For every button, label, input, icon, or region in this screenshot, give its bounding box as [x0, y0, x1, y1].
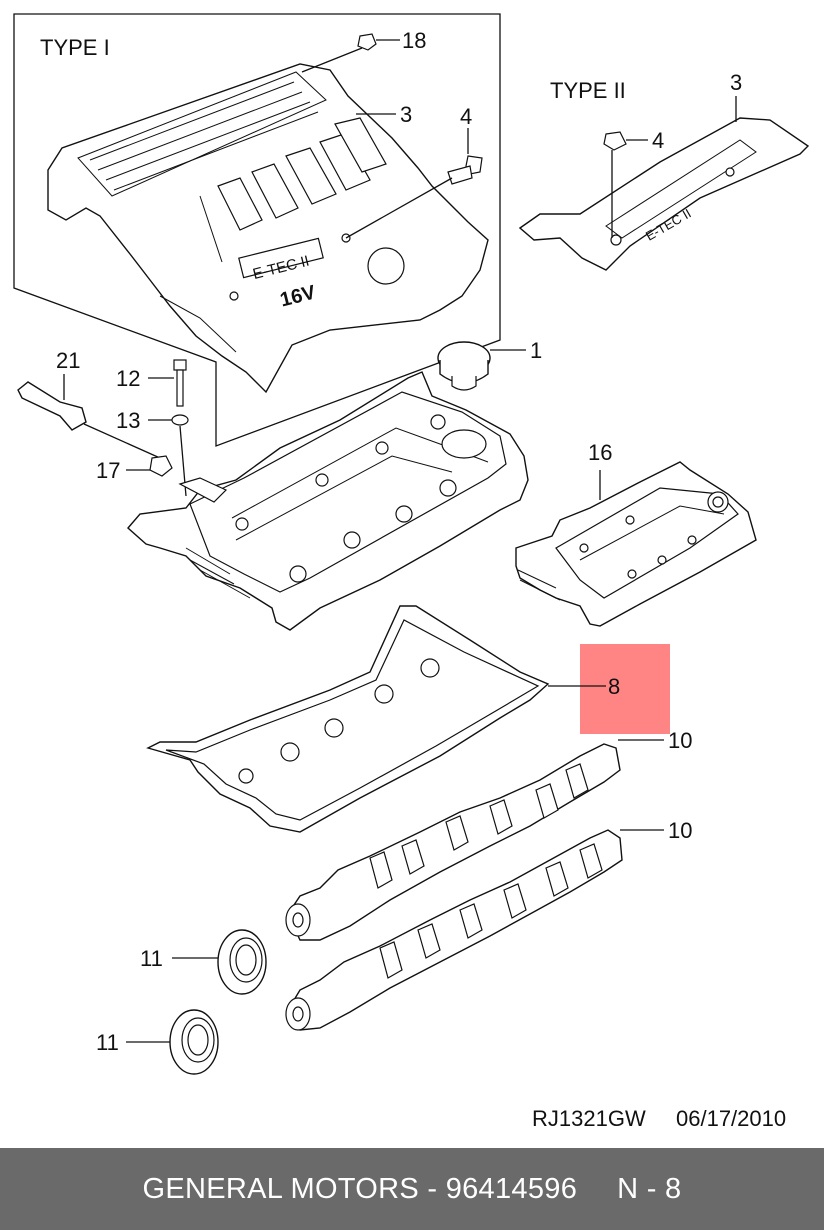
svg-text:11: 11	[140, 946, 163, 971]
part-17-fitting: 17	[96, 455, 173, 483]
svg-text:12: 12	[116, 366, 140, 391]
footer-bar: GENERAL MOTORS - 96414596 N - 8	[0, 1148, 824, 1230]
highlight-part-8	[580, 644, 670, 734]
parts-diagram: TYPE I E-TEC II 16V 18 3 4	[13, 13, 810, 1075]
drawing-date: 06/17/2010	[676, 1106, 787, 1131]
svg-text:10: 10	[668, 818, 692, 843]
svg-text:10: 10	[668, 728, 692, 753]
part-10-camshaft-lower: 10	[285, 818, 692, 1031]
type1-label: TYPE I	[40, 35, 110, 60]
callout-3-type1: 3	[400, 102, 412, 127]
type2-label: TYPE II	[550, 78, 626, 103]
part-13-washer: 13	[116, 408, 189, 497]
engine-badge: E-TEC II 16V	[238, 237, 324, 312]
svg-text:4: 4	[652, 128, 664, 153]
svg-text:18: 18	[402, 28, 426, 53]
engine-cover-type1: E-TEC II 16V	[47, 63, 489, 394]
part-4-bolt-type2: 4	[603, 128, 664, 238]
drawing-code: RJ1321GW	[532, 1106, 646, 1131]
svg-text:1: 1	[530, 338, 542, 363]
svg-text:17: 17	[96, 458, 120, 483]
engine-cover-type2: E-TEC II 3	[518, 70, 810, 271]
footer-page: N - 8	[617, 1172, 682, 1205]
svg-text:4: 4	[460, 104, 472, 129]
part-4-bolt-type1: 4	[345, 104, 483, 239]
part-11-seal-upper: 11	[140, 929, 267, 995]
type1-frame	[13, 13, 501, 447]
svg-text:3: 3	[730, 70, 742, 95]
svg-text:8: 8	[608, 674, 620, 699]
part-1-oil-cap: 1	[437, 338, 542, 391]
footer-part-info: GENERAL MOTORS - 96414596	[142, 1172, 578, 1205]
part-12-bolt: 12	[116, 359, 187, 407]
valve-cover-main	[127, 371, 529, 631]
part-10-camshaft-upper: 10	[285, 728, 692, 941]
part-8-gasket: 8	[146, 605, 620, 833]
svg-text:13: 13	[116, 408, 140, 433]
part-16-valve-cover: 16	[515, 440, 757, 627]
svg-text:11: 11	[96, 1030, 119, 1055]
part-21-hose: 21	[17, 348, 161, 459]
part-11-seal-lower: 11	[96, 1009, 219, 1075]
part-18-nut: 18	[301, 28, 426, 73]
svg-text:16: 16	[588, 440, 612, 465]
svg-text:21: 21	[56, 348, 80, 373]
